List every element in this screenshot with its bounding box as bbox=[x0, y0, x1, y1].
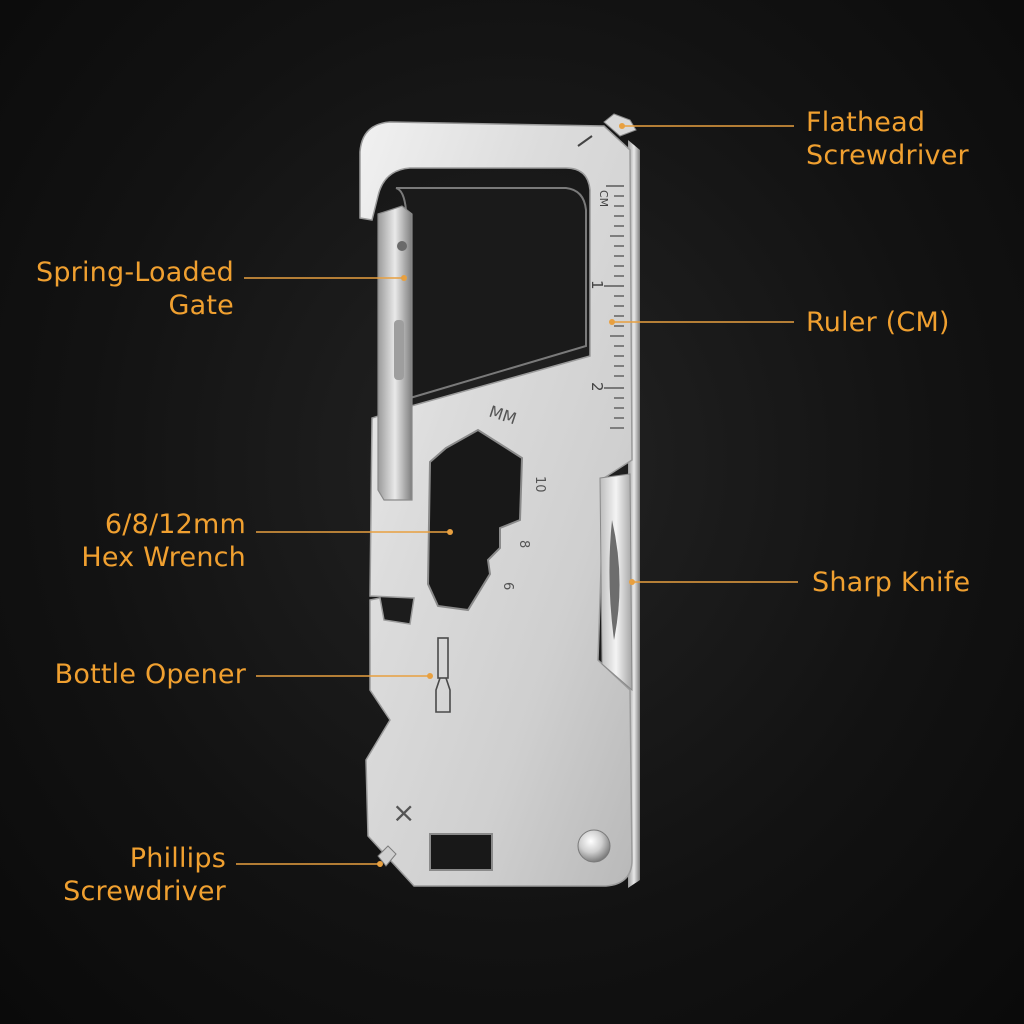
callout-line: Phillips bbox=[129, 843, 226, 874]
callout-line: Flathead bbox=[806, 107, 926, 138]
ruler-mark-1: 1 bbox=[588, 280, 606, 290]
ruler-ticks bbox=[604, 185, 624, 429]
rivet bbox=[577, 829, 611, 863]
callout-ruler: Ruler (CM) bbox=[806, 306, 950, 339]
callout-sharp-knife: Sharp Knife bbox=[812, 566, 970, 599]
phillips-mark: × bbox=[392, 796, 415, 829]
callout-line: Sharp Knife bbox=[812, 567, 971, 598]
hex-size-6: 6 bbox=[500, 582, 515, 590]
hex-size-10: 10 bbox=[532, 476, 547, 493]
callout-phillips-screwdriver: Phillips Screwdriver bbox=[63, 842, 226, 908]
callout-line: Bottle Opener bbox=[54, 659, 246, 690]
callout-line: Screwdriver bbox=[806, 140, 969, 171]
ruler-end-mark bbox=[577, 135, 593, 147]
callout-line: Gate bbox=[168, 290, 234, 321]
ruler-unit-label: CM bbox=[597, 190, 610, 207]
callout-line: Ruler (CM) bbox=[806, 307, 950, 338]
callout-line: Spring-Loaded bbox=[36, 257, 234, 288]
knife-nail-notch bbox=[609, 520, 620, 640]
carabiner-opening bbox=[395, 187, 587, 400]
leader-dots bbox=[377, 123, 635, 867]
callout-hex-wrench: 6/8/12mm Hex Wrench bbox=[81, 508, 246, 574]
gate-pin bbox=[397, 241, 407, 251]
bottle-icon bbox=[435, 637, 451, 713]
leader-lines bbox=[236, 125, 798, 865]
hex-wrench-cutout bbox=[426, 428, 524, 612]
gate-slot bbox=[394, 320, 404, 380]
callout-line: Screwdriver bbox=[63, 876, 226, 907]
lanyard-hole bbox=[429, 833, 493, 871]
callout-spring-loaded-gate: Spring-Loaded Gate bbox=[36, 256, 234, 322]
ruler-mark-2: 2 bbox=[588, 382, 606, 392]
callout-bottle-opener: Bottle Opener bbox=[55, 658, 246, 691]
hex-size-8: 8 bbox=[516, 540, 531, 548]
callout-line: Hex Wrench bbox=[81, 542, 246, 573]
callout-flathead-screwdriver: Flathead Screwdriver bbox=[806, 106, 969, 172]
phillips-screwdriver-tip bbox=[377, 845, 397, 867]
callout-line: 6/8/12mm bbox=[104, 509, 246, 540]
